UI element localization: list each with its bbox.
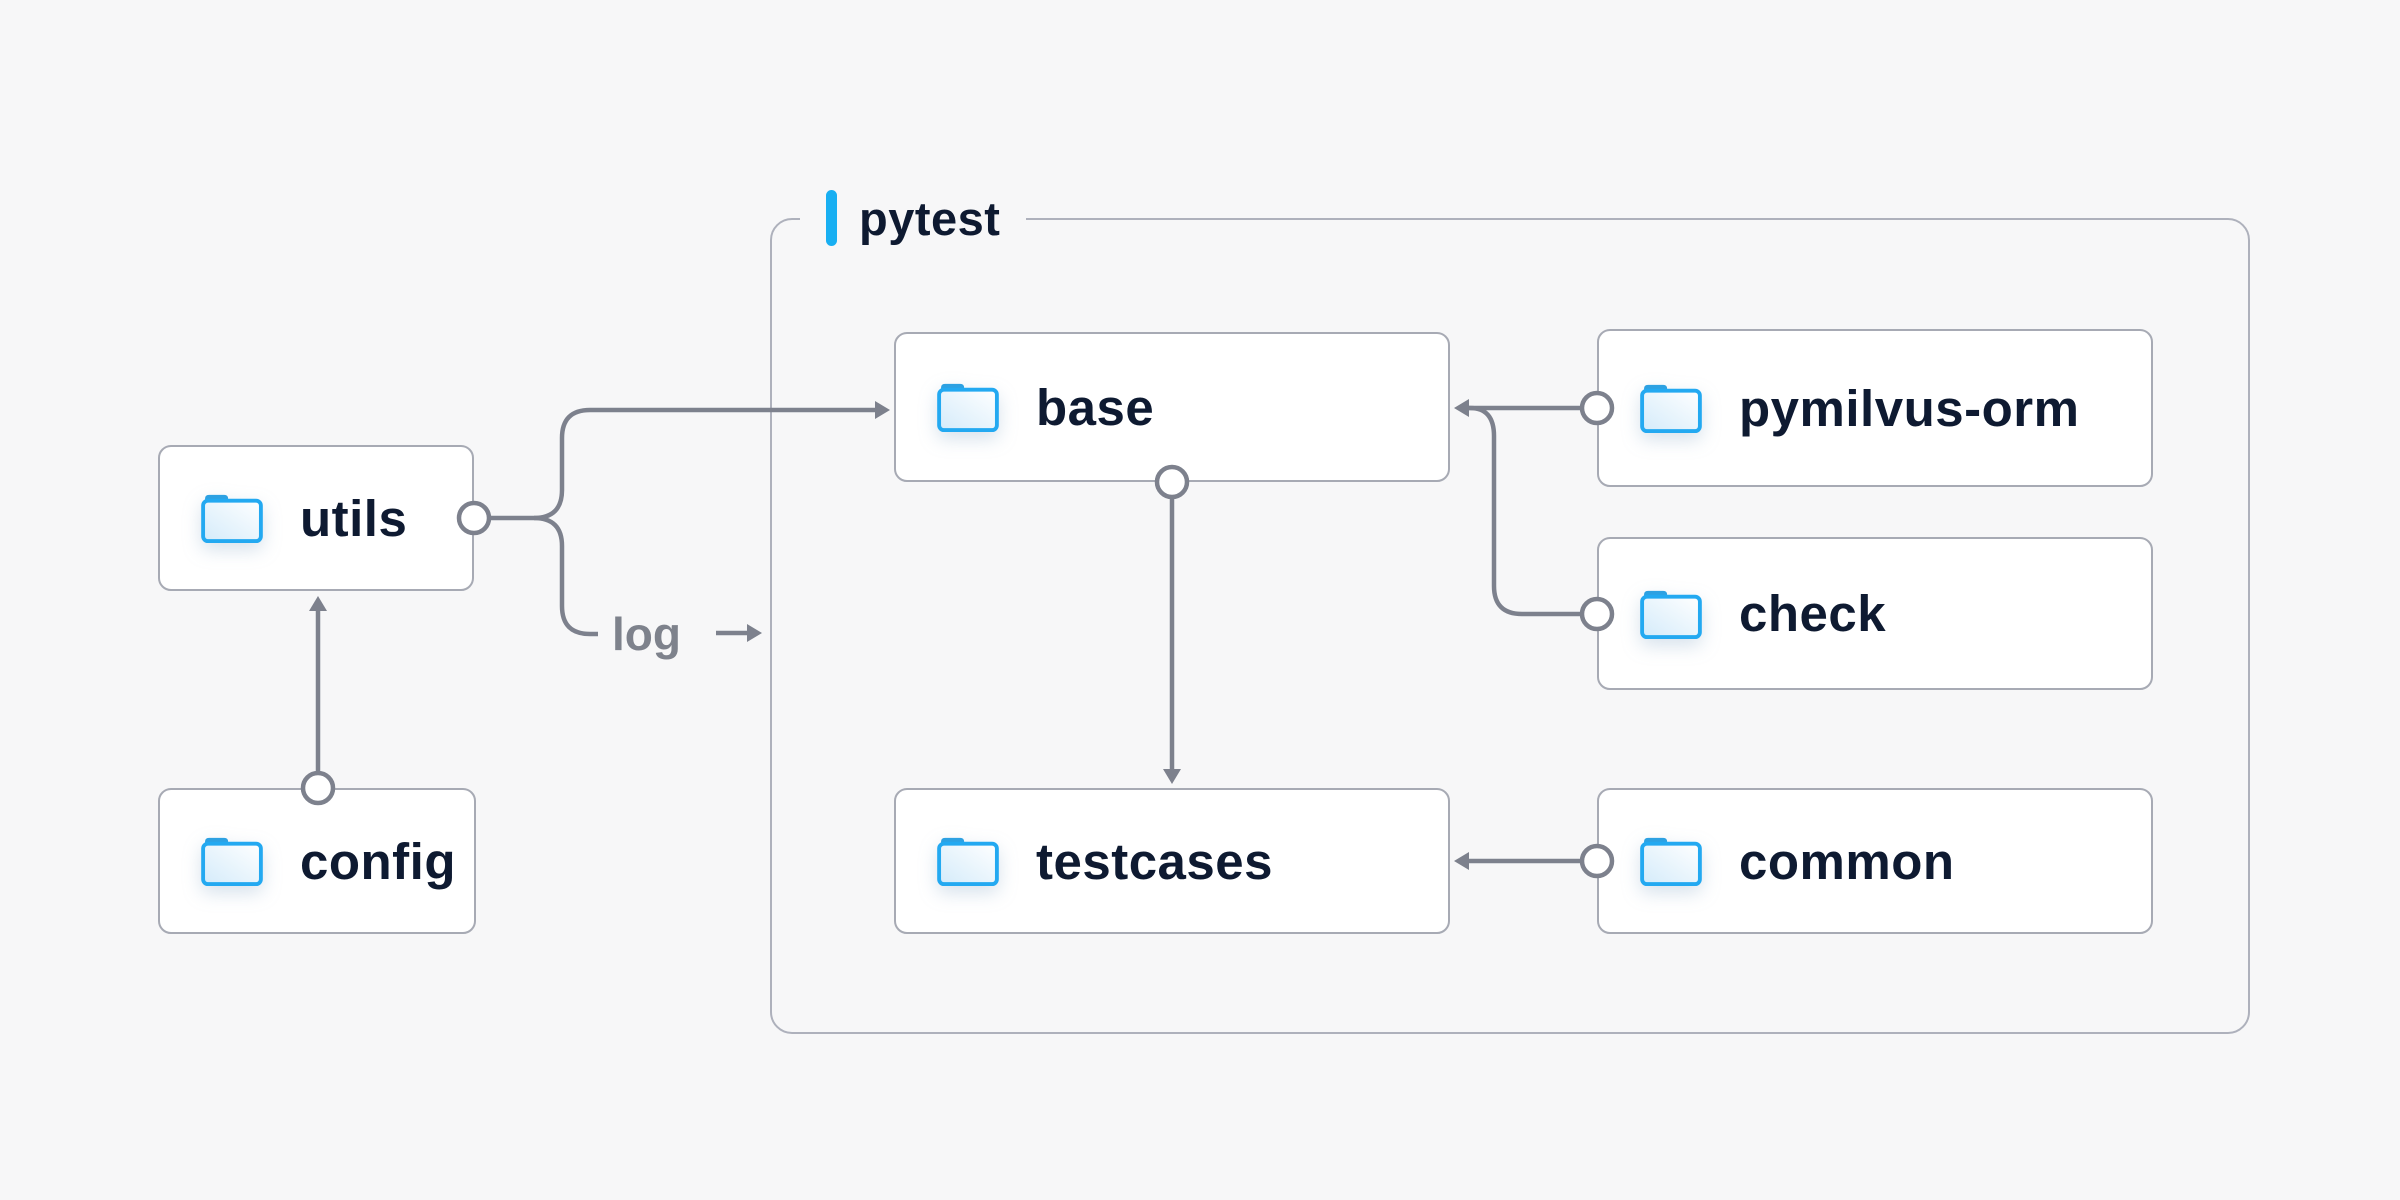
node-label: pymilvus-orm — [1739, 379, 2080, 437]
node-label: testcases — [1036, 832, 1274, 890]
node-testcases: testcases — [894, 788, 1450, 934]
node-label: common — [1739, 832, 1955, 890]
folder-icon — [937, 837, 999, 887]
folder-icon — [1640, 384, 1702, 434]
folder-icon — [201, 494, 263, 544]
folder-icon — [1640, 837, 1702, 887]
group-title: pytest — [859, 191, 1001, 245]
folder-icon — [1640, 590, 1702, 639]
node-base: base — [894, 332, 1450, 482]
node-config: config — [158, 788, 476, 934]
node-utils: utils — [158, 445, 474, 591]
node-label: utils — [300, 489, 408, 547]
edge-utils-to-log — [533, 515, 598, 637]
node-label: config — [300, 832, 456, 890]
node-pymilvus-orm: pymilvus-orm — [1597, 329, 2153, 487]
pytest-group-label: pytest — [800, 186, 1027, 250]
folder-icon — [201, 837, 263, 887]
accent-bar-icon — [826, 190, 837, 246]
folder-icon — [937, 383, 999, 433]
node-label: base — [1036, 378, 1155, 436]
node-check: check — [1597, 537, 2153, 690]
node-common: common — [1597, 788, 2153, 934]
pytest-group-container — [770, 218, 2250, 1034]
edge-label-log: log — [612, 608, 681, 660]
node-label: check — [1739, 585, 1887, 642]
